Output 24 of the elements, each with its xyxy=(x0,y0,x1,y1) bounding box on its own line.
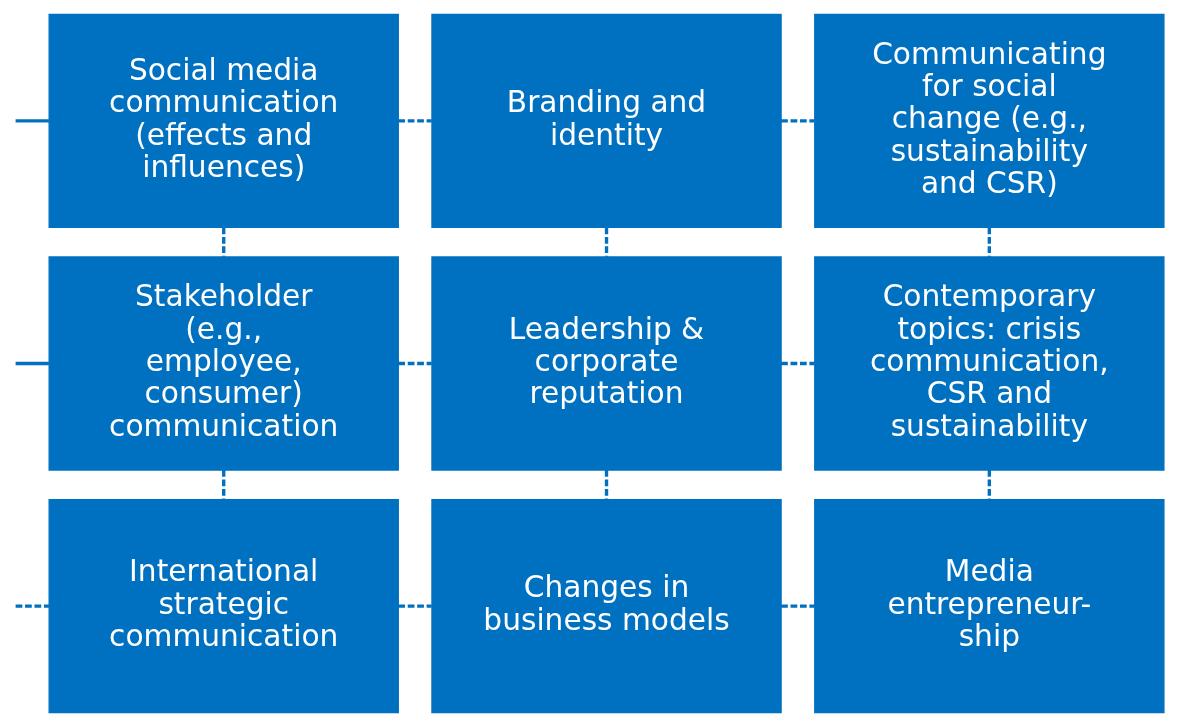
connector xyxy=(398,604,432,608)
connector xyxy=(15,361,49,366)
node-box: Stakeholder (e.g., employee, consumer) communication xyxy=(48,256,399,471)
node-box: Media entrepreneur- ship xyxy=(814,498,1165,714)
connector xyxy=(15,604,49,608)
connector xyxy=(398,119,432,123)
connector xyxy=(781,604,815,608)
connector xyxy=(987,227,991,257)
node-box: Leadership & corporate reputation xyxy=(431,256,782,471)
node-box: Branding and identity xyxy=(431,13,782,229)
connector xyxy=(15,119,49,123)
node-box: International strategic communication xyxy=(48,498,399,714)
connector xyxy=(222,470,226,500)
node-box: Communicating for social change (e.g., sustainability and CSR) xyxy=(814,13,1165,229)
connector xyxy=(604,227,609,257)
node-box: Changes in business models xyxy=(431,498,782,714)
connector xyxy=(781,361,815,366)
connector xyxy=(604,470,609,500)
connector xyxy=(987,470,991,500)
node-box: Contemporary topics: crisis communication, CSR and sustainability xyxy=(814,256,1165,471)
connector xyxy=(781,119,815,123)
connector xyxy=(398,361,432,366)
node-box: Social media communication (effects and influences) xyxy=(48,13,399,229)
connector xyxy=(222,227,226,257)
